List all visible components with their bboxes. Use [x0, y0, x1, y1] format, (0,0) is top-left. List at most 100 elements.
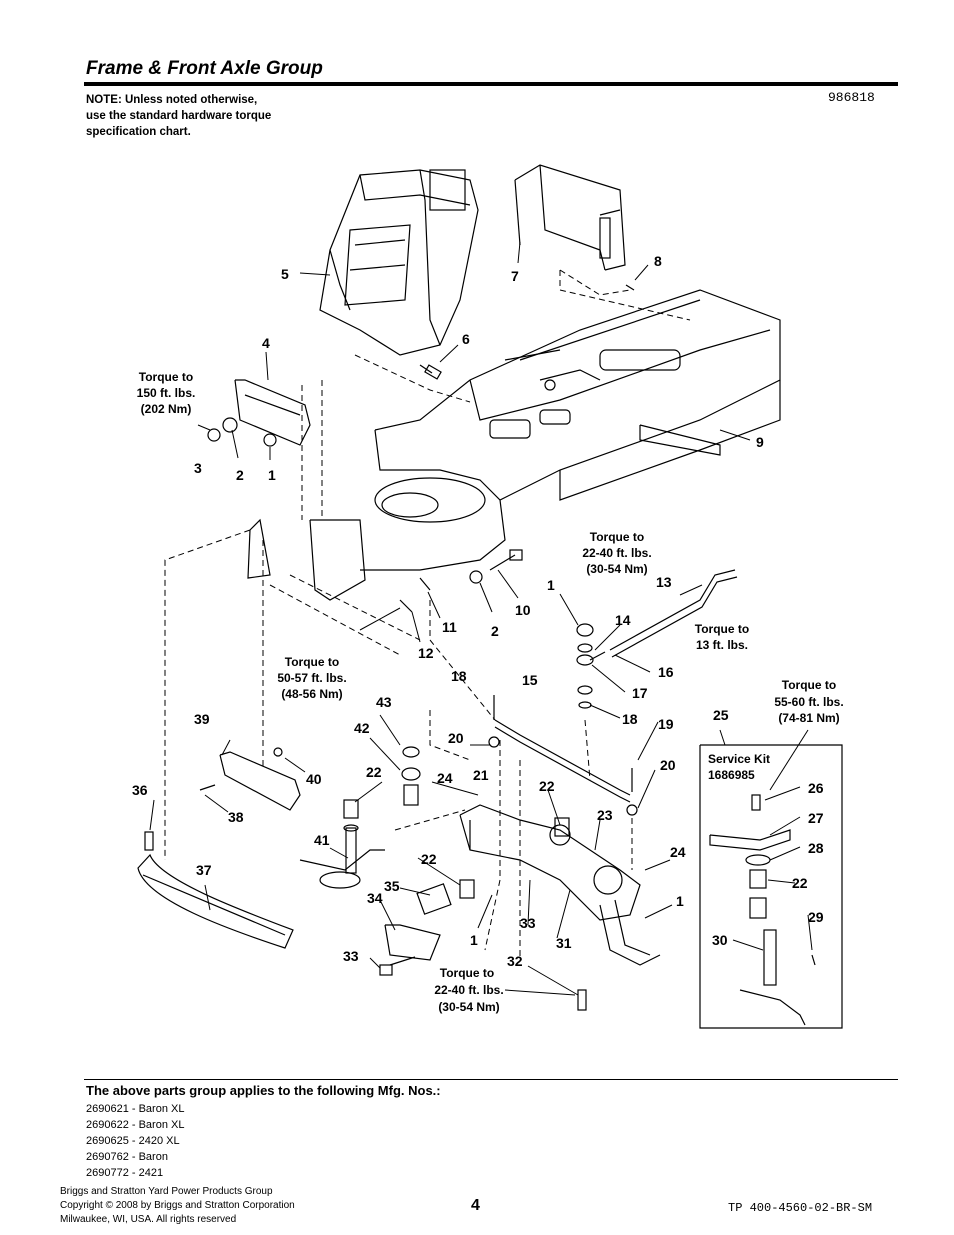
torque-note-jam-nut: Torque to: [695, 622, 749, 636]
callout-32: 32: [507, 953, 523, 969]
callout-42: 42: [354, 720, 370, 736]
torque-note-service-kit: 55-60 ft. lbs.: [774, 695, 843, 709]
service-kit-label: Service Kit 1686985: [708, 752, 770, 782]
callout-26: 26: [808, 780, 824, 796]
callout-25: 25: [713, 707, 729, 723]
note-line: specification chart.: [86, 126, 191, 138]
callout-1: 1: [547, 577, 555, 593]
doc-code: 986818: [828, 90, 875, 105]
lower-bolt-part: [379, 956, 416, 976]
callout-28: 28: [808, 840, 824, 856]
callout-33: 33: [343, 948, 359, 964]
front-bumper-part: [137, 853, 294, 949]
callout-41: 41: [314, 832, 330, 848]
torque-note-tie-rod-nut: Torque to: [590, 530, 644, 544]
footer-rule: [84, 1079, 898, 1080]
company-line: Milwaukee, WI, USA. All rights reserved: [60, 1214, 237, 1225]
callout-17: 17: [632, 685, 648, 701]
torque-note-bracket-bolt: Torque to: [285, 655, 339, 669]
torque-note-pivot-bolt: (30-54 Nm): [438, 1000, 499, 1014]
callout-7: 7: [511, 268, 519, 284]
mfg-number-list: 2690621 - Baron XL 2690622 - Baron XL 26…: [86, 1101, 184, 1181]
callout-2: 2: [236, 467, 244, 483]
callout-43: 43: [376, 694, 392, 710]
bushings-part: [343, 746, 570, 915]
torque-note-axle-bolt: Torque to: [139, 370, 193, 384]
mfg-number-item: 2690622 - Baron XL: [86, 1119, 185, 1131]
callout-1: 1: [268, 467, 276, 483]
title-rule: [84, 82, 898, 86]
callout-31: 31: [556, 935, 572, 951]
service-kit-title: Service Kit: [708, 752, 770, 766]
applies-heading: The above parts group applies to the fol…: [86, 1083, 441, 1098]
callout-33: 33: [520, 915, 536, 931]
callout-9: 9: [756, 434, 764, 450]
tie-rod-end-part: [576, 623, 606, 709]
callout-20: 20: [660, 757, 676, 773]
callout-10: 10: [515, 602, 531, 618]
main-frame-part: [247, 289, 781, 601]
mfg-number-item: 2690625 - 2420 XL: [86, 1135, 180, 1147]
page-number: 4: [471, 1197, 480, 1214]
callout-18: 18: [451, 668, 467, 684]
assembly-leader-lines: [164, 269, 691, 960]
callout-1: 1: [470, 932, 478, 948]
bumper-bolts-part: [144, 747, 283, 851]
company-line: Copyright © 2008 by Briggs and Stratton …: [60, 1200, 295, 1211]
front-bracket-part: [514, 164, 626, 271]
callout-labels: 1 2 3 4 5 6 7 8 9 10 11 12 13 14 15 16 1…: [132, 253, 824, 969]
service-kit-number: 1686985: [708, 768, 755, 782]
callout-13: 13: [656, 574, 672, 590]
torque-note-tie-rod-nut: 22-40 ft. lbs.: [582, 546, 651, 560]
callout-22: 22: [366, 764, 382, 780]
torque-note-service-kit: Torque to: [782, 678, 836, 692]
callout-8: 8: [654, 253, 662, 269]
callout-15: 15: [522, 672, 538, 688]
drag-link-part: [488, 695, 638, 816]
callout-35: 35: [384, 878, 400, 894]
callout-19: 19: [658, 716, 674, 732]
torque-note-axle-bolt: (202 Nm): [141, 402, 192, 416]
mfg-number-item: 2690762 - Baron: [86, 1151, 168, 1163]
callout-38: 38: [228, 809, 244, 825]
torque-note-pivot-bolt: 22-40 ft. lbs.: [434, 983, 503, 997]
torque-note-axle-bolt: 150 ft. lbs.: [137, 386, 196, 400]
callout-24: 24: [670, 844, 686, 860]
axle-pivot-bolt-part: [577, 989, 587, 1011]
torque-annotations: Torque to 150 ft. lbs. (202 Nm) Torque t…: [137, 370, 844, 1014]
callout-21: 21: [473, 767, 489, 783]
callout-36: 36: [132, 782, 148, 798]
callout-22: 22: [421, 851, 437, 867]
service-kit-box: [699, 744, 843, 1029]
callout-22: 22: [539, 778, 555, 794]
callout-29: 29: [808, 909, 824, 925]
page-title: Frame & Front Axle Group: [86, 58, 323, 79]
callout-24: 24: [437, 770, 453, 786]
company-info: Briggs and Stratton Yard Power Products …: [60, 1185, 295, 1227]
callout-3: 3: [194, 460, 202, 476]
axle-bracket-part: [234, 379, 311, 446]
torque-note-bracket-bolt: (48-56 Nm): [281, 687, 342, 701]
nuts-washers-part: [207, 417, 277, 447]
left-spindle-part: [299, 824, 385, 889]
dash-panel-part: [319, 169, 479, 356]
lower-bracket-part: [384, 924, 441, 961]
note-line: use the standard hardware torque: [86, 110, 272, 122]
torque-note-jam-nut: 13 ft. lbs.: [696, 638, 748, 652]
tie-rod-part: [609, 569, 738, 658]
callout-27: 27: [808, 810, 824, 826]
callout-40: 40: [306, 771, 322, 787]
callout-12: 12: [418, 645, 434, 661]
bumper-bracket-part: [219, 751, 301, 811]
torque-note-tie-rod-nut: (30-54 Nm): [586, 562, 647, 576]
callout-23: 23: [597, 807, 613, 823]
mfg-number-item: 2690772 - 2421: [86, 1167, 164, 1179]
footer-doc-code: TP 400-4560-02-BR-SM: [728, 1201, 873, 1215]
callout-16: 16: [658, 664, 674, 680]
callout-5: 5: [281, 266, 289, 282]
callout-22: 22: [792, 875, 808, 891]
callout-30: 30: [712, 932, 728, 948]
callout-11: 11: [442, 619, 457, 635]
callout-6: 6: [462, 331, 470, 347]
